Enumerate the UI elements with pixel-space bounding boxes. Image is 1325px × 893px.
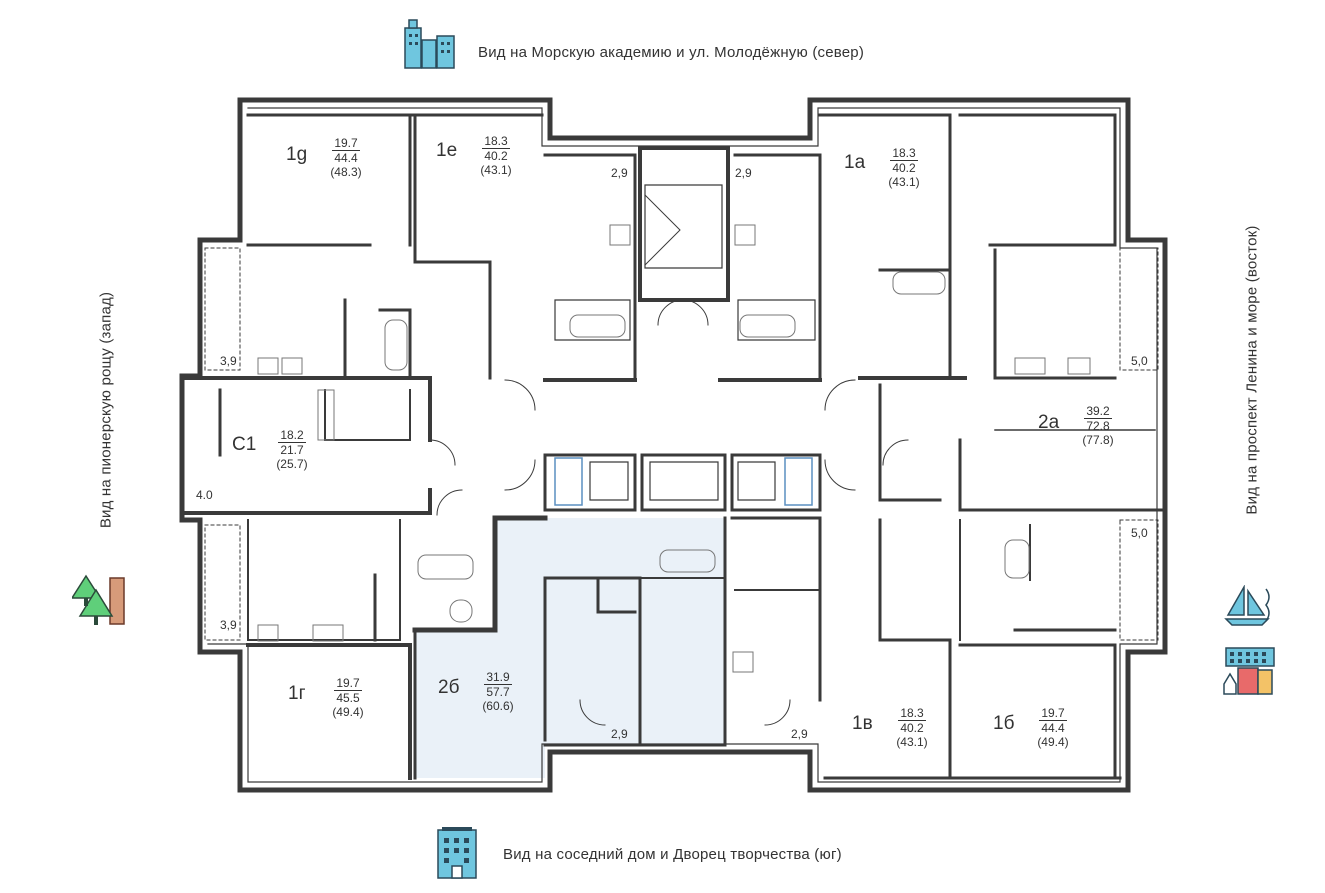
view-north-label: Вид на Морскую академию и ул. Молодёжную… [478, 44, 865, 61]
view-south-label: Вид на соседний дом и Дворец творчества … [503, 846, 842, 863]
balcony-area: 5,0 [1131, 354, 1148, 368]
balcony-area: 3,9 [220, 618, 237, 632]
balcony-area: 3,9 [220, 354, 237, 368]
balcony-area: 5,0 [1131, 526, 1148, 540]
balcony-area: 2,9 [735, 166, 752, 180]
office-building-icon [437, 827, 477, 879]
balcony-area: 2,9 [611, 727, 628, 741]
forest-trees-icon [72, 574, 125, 625]
sailboat-sea-icon [1224, 585, 1270, 626]
balcony-area: 4.0 [196, 488, 213, 502]
urban-buildings-icon [1223, 647, 1275, 695]
balcony-area: 2,9 [791, 727, 808, 741]
highlighted-apartment-2b [415, 518, 725, 778]
city-buildings-icon [404, 19, 455, 69]
view-east-label: Вид на проспект Ленина и море (восток) [1243, 225, 1261, 515]
balcony-area: 2,9 [611, 166, 628, 180]
view-west-label: Вид на пионерскую рощу (запад) [97, 291, 115, 529]
